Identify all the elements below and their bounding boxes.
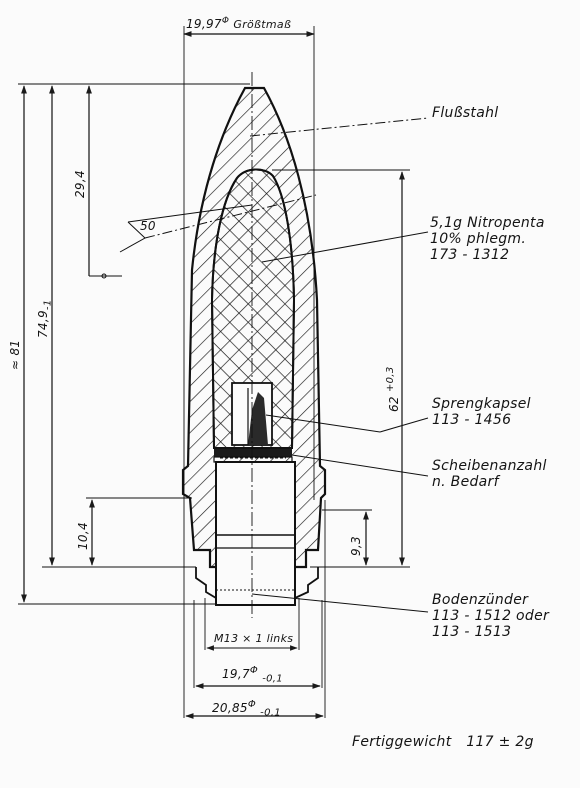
nose-point xyxy=(101,273,107,279)
max-diameter-label: 20,85Φ -0,1 xyxy=(212,698,281,720)
overall-length-value: ≈ 81 xyxy=(8,339,22,370)
top-diameter-note: Größtmaß xyxy=(233,18,292,31)
body-length-label: 74,9-1 xyxy=(36,300,55,339)
charge-length-tol: +0,3 xyxy=(385,366,396,392)
cap-leader-b xyxy=(379,417,429,433)
top-diameter-label: 19,97Φ Größtmaß xyxy=(186,14,291,32)
overall-length-label: ≈ 81 xyxy=(8,340,22,370)
band-diameter-value: 19,7 xyxy=(222,667,250,681)
fuze-callout: Bodenzünder 113 - 1512 oder 113 - 1513 xyxy=(432,592,549,640)
weight-label: Fertiggewicht xyxy=(352,734,452,750)
base-height-label: 9,3 xyxy=(349,536,363,556)
body-length-tol: -1 xyxy=(42,299,54,311)
thread-label: M13 × 1 links xyxy=(214,632,294,645)
discs-callout-line1: Scheibenanzahl xyxy=(432,458,547,474)
disc-stack xyxy=(214,449,292,457)
material-callout: Flußstahl xyxy=(432,105,499,121)
band-diameter-tol: -0,1 xyxy=(262,673,283,685)
cap-callout-line2: 113 - 1456 xyxy=(432,412,512,428)
fuze-callout-line3: 113 - 1513 xyxy=(432,624,512,640)
charge-length-label: 62 +0,3 xyxy=(384,367,401,412)
charge-length-value: 62 xyxy=(387,396,401,412)
base-height-value: 9,3 xyxy=(349,536,363,556)
nose-height-label: 29,4 xyxy=(73,170,87,198)
cap-callout-line1: Sprengkapsel xyxy=(432,396,531,412)
ogive-radius-line xyxy=(144,194,317,239)
top-diameter-value: 19,97 xyxy=(186,17,222,31)
detonator-cap-fill xyxy=(248,392,268,445)
max-diameter-value: 20,85 xyxy=(212,701,248,715)
discs-callout-line2: n. Bedarf xyxy=(432,474,499,490)
max-diameter-tol: -0,1 xyxy=(260,707,281,719)
band-height-value: 10,4 xyxy=(76,522,90,550)
charge-callout-line2: 10% phlegm. xyxy=(430,231,527,247)
fuze-callout-line1: Bodenzünder xyxy=(432,592,529,608)
top-diameter-symbol: Φ xyxy=(221,16,230,26)
ogive-radius-label: 50 xyxy=(140,219,156,233)
discs-leader xyxy=(291,454,429,477)
max-diameter-symbol: Φ xyxy=(247,699,257,710)
material-leader xyxy=(249,117,429,137)
ogive-radius-value: 50 xyxy=(140,219,156,233)
cap-leader xyxy=(265,414,381,433)
band-diameter-label: 19,7Φ -0,1 xyxy=(222,664,283,686)
fuze-callout-line2: 113 - 1512 oder xyxy=(432,608,550,624)
discs-callout: Scheibenanzahl n. Bedarf xyxy=(432,458,547,490)
ogive-radius-seg xyxy=(127,204,253,223)
base-fuze xyxy=(215,461,296,606)
charge-leader xyxy=(261,231,429,263)
band-diameter-symbol: Φ xyxy=(249,665,259,676)
weight-value: 117 ± 2g xyxy=(466,734,534,750)
fuze-flange xyxy=(195,567,319,599)
charge-callout-line3: 173 - 1312 xyxy=(430,247,510,263)
nose-height-value: 29,4 xyxy=(73,170,87,198)
nitropenta-charge xyxy=(210,168,296,449)
band-height-label: 10,4 xyxy=(76,522,90,550)
charge-callout-line1: 5,1g Nitropenta xyxy=(430,215,545,231)
finished-weight: Fertiggewicht 117 ± 2g xyxy=(352,734,534,750)
body-length-value: 74,9 xyxy=(36,310,50,338)
cap-callout: Sprengkapsel 113 - 1456 xyxy=(432,396,531,428)
charge-callout: 5,1g Nitropenta 10% phlegm. 173 - 1312 xyxy=(430,215,545,263)
fuze-leader xyxy=(251,593,429,613)
